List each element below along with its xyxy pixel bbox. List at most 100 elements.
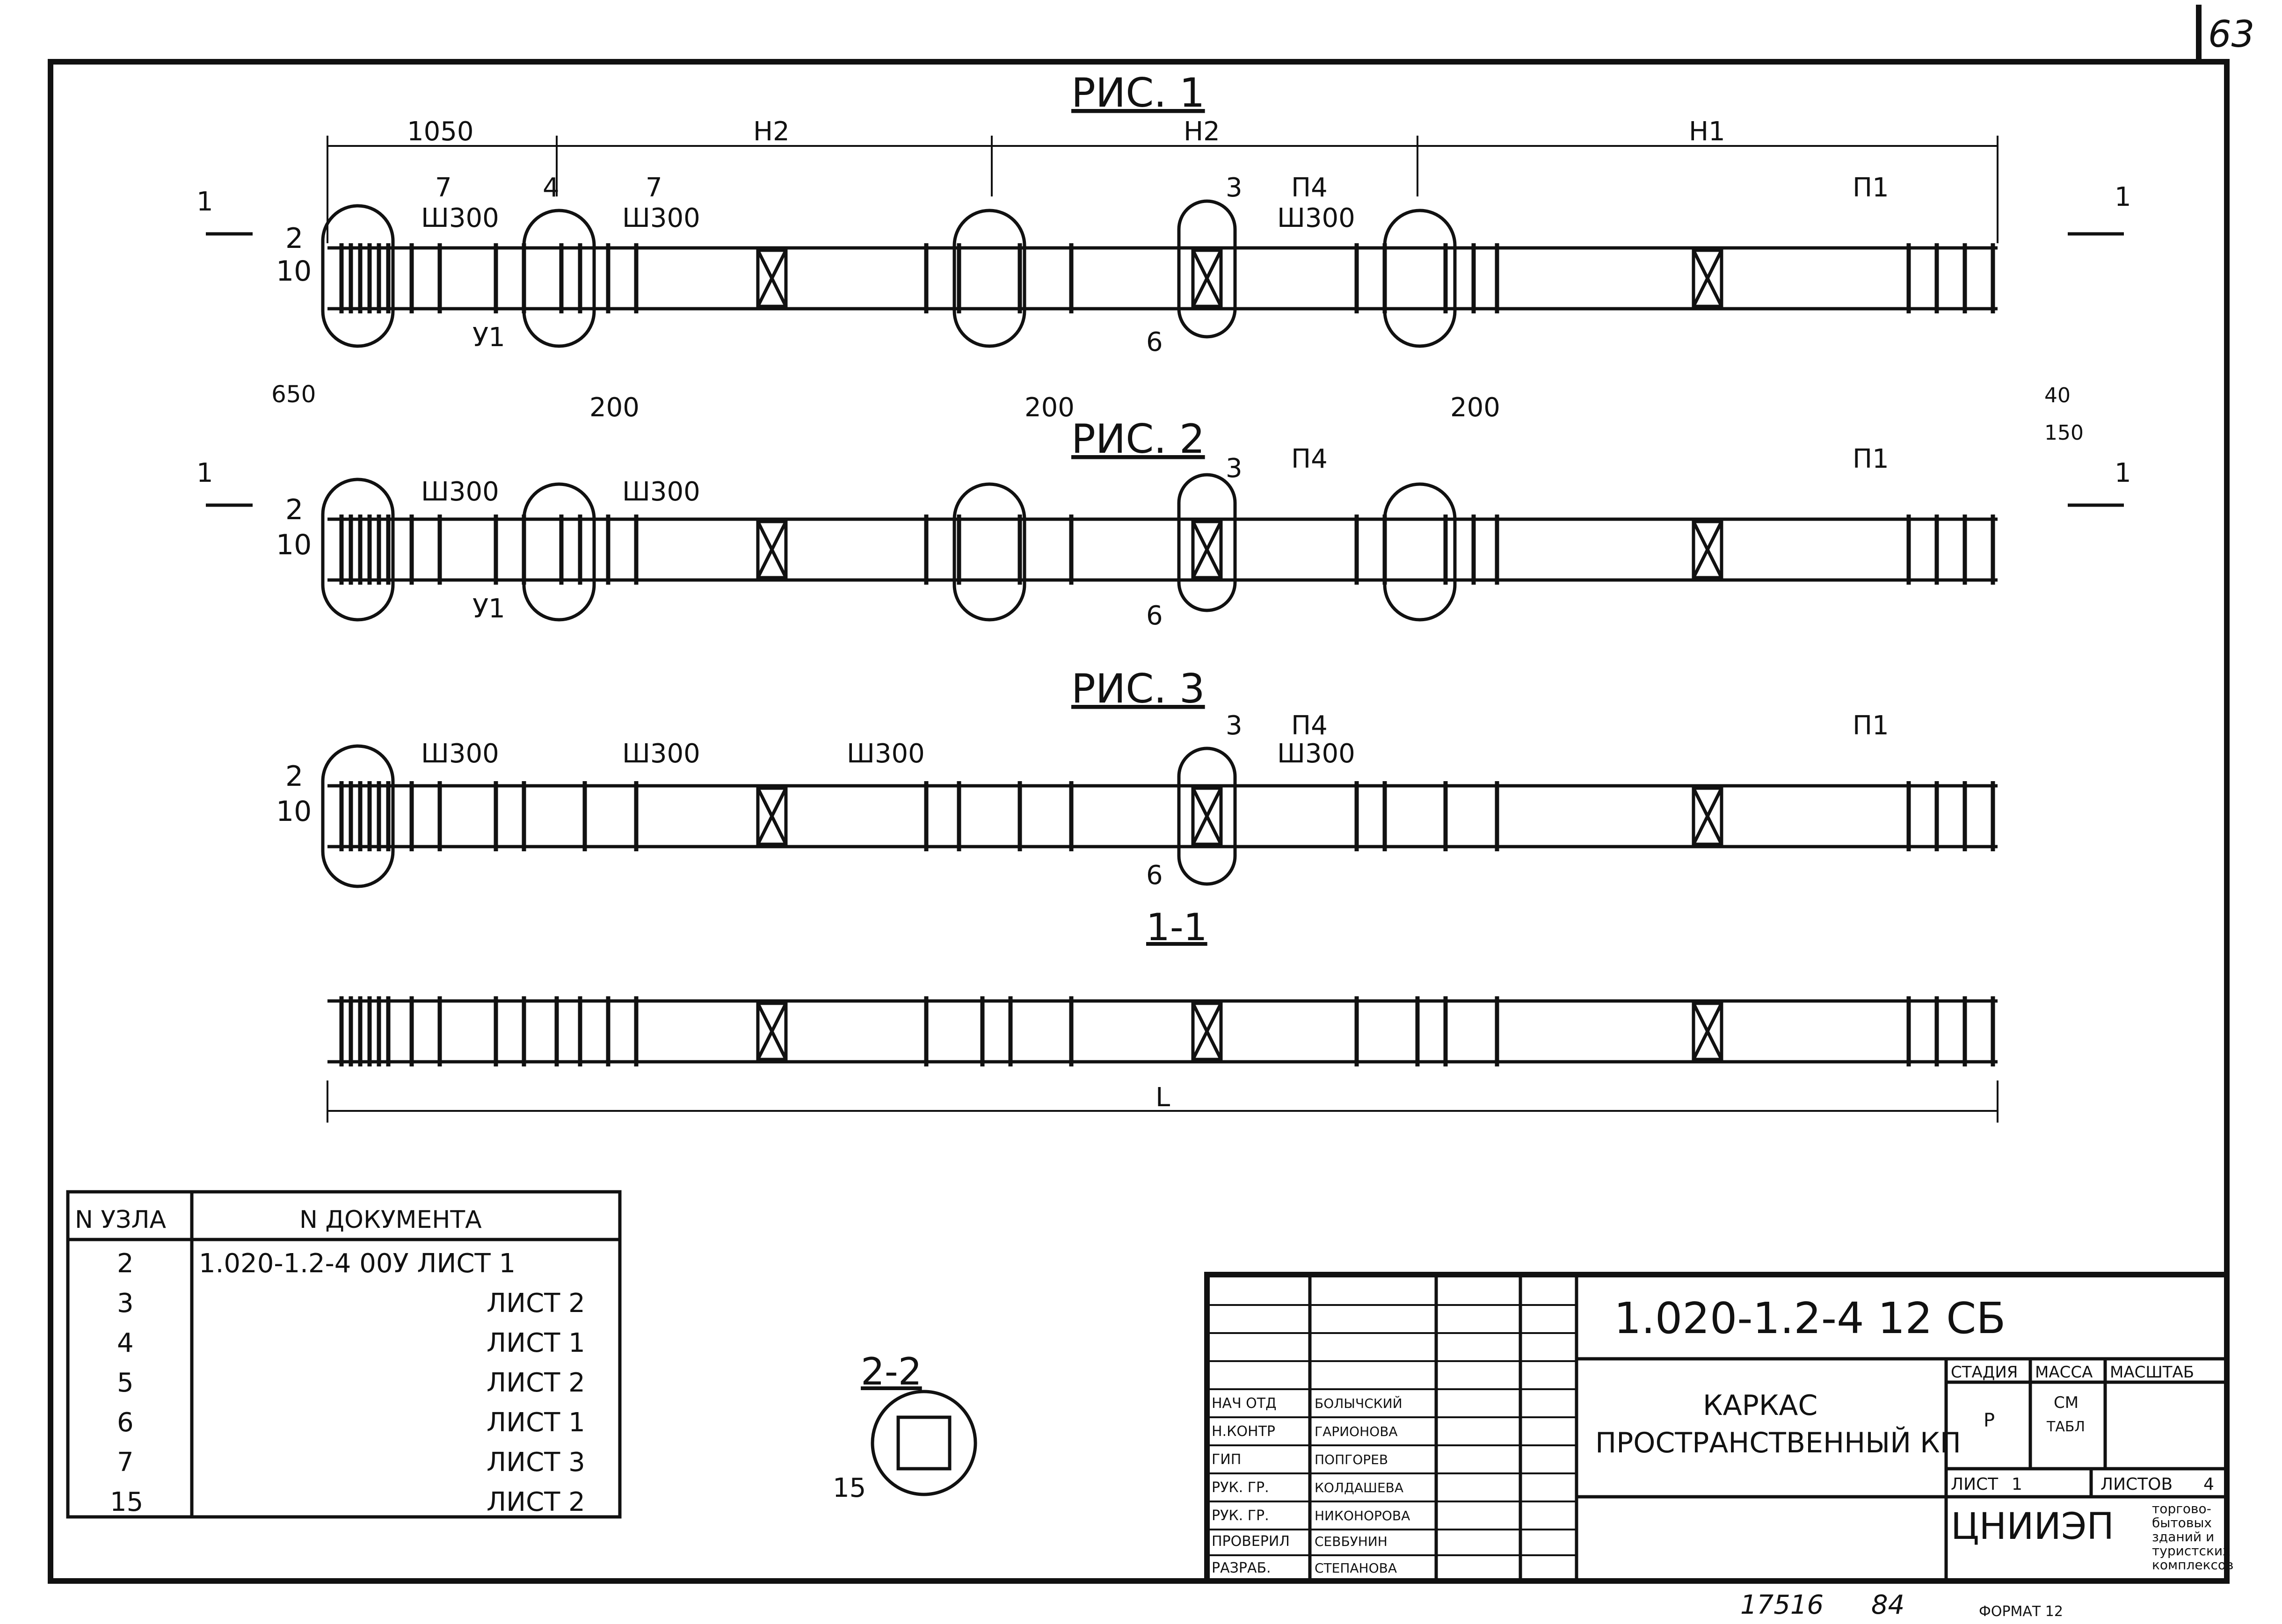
sheet-value: 1: [2012, 1475, 2022, 1494]
section-2-2-mark: 15: [833, 1473, 866, 1503]
label-sh300: Ш300: [421, 739, 499, 769]
node-table-cell: 1.020-1.2-4 00У ЛИСТ 1: [199, 1248, 516, 1279]
label-p4: П4: [1291, 710, 1328, 741]
organization-desc: комплексов: [2152, 1557, 2234, 1573]
node-table-cell: ЛИСТ 2: [487, 1487, 585, 1517]
mass-header: МАССА: [2035, 1363, 2093, 1382]
node-table-cell: ЛИСТ 2: [487, 1368, 585, 1398]
node-table-cell: 5: [117, 1368, 134, 1398]
section-mark-1-left: 1: [196, 187, 213, 217]
label-p1: П1: [1853, 710, 1889, 741]
drawing-name-line2: ПРОСТРАНСТВЕННЫЙ КП: [1595, 1426, 1961, 1459]
figure-2-title: РИС. 2: [1071, 416, 1205, 463]
sheets-label: ЛИСТОВ: [2100, 1475, 2173, 1494]
label-10: 10: [276, 795, 312, 828]
role-label: РАЗРАБ.: [1212, 1560, 1271, 1576]
node-table-cell: 7: [117, 1447, 134, 1478]
label-p4: П4: [1291, 444, 1328, 474]
label-2: 2: [285, 760, 303, 793]
dim-200: 200: [1025, 392, 1075, 423]
figure-2: РИС. 2 1: [196, 416, 2131, 631]
document-code: 1.020-1.2-4 12 СБ: [1614, 1293, 2006, 1343]
role-name: КОЛДАШЕВА: [1315, 1480, 1403, 1495]
node-table-cell: 15: [110, 1487, 143, 1517]
label-2: 2: [285, 493, 303, 526]
organization: ЦНИИЭП: [1951, 1506, 2114, 1548]
section-mark-1-right: 1: [2115, 182, 2131, 212]
section-1-1-title: 1-1: [1146, 906, 1207, 949]
node-table-cell: ЛИСТ 1: [487, 1407, 585, 1438]
figure-3: РИС. 3 2 10 Ш300 Ш300 Ш300: [276, 666, 1998, 891]
title-block: 1.020-1.2-4 12 СБ КАРКАС ПРОСТРАНСТВЕННЫ…: [1204, 1272, 2234, 1584]
label-u1: У1: [472, 322, 505, 353]
label-sh300: Ш300: [847, 739, 925, 769]
label-sh300: Ш300: [421, 203, 499, 233]
dim-650: 650: [271, 381, 316, 408]
label-2: 2: [285, 222, 303, 255]
section-2-2: 2-2 15: [833, 1350, 977, 1503]
dim-h1: Н1: [1689, 116, 1725, 147]
label-sh300: Ш300: [622, 203, 700, 233]
role-name: СТЕПАНОВА: [1315, 1560, 1397, 1576]
label-p1: П1: [1853, 444, 1889, 474]
section-mark-1-right: 1: [2115, 458, 2131, 488]
role-name: ПОПГОРЕВ: [1315, 1452, 1388, 1467]
organization-desc: туристских: [2152, 1543, 2231, 1559]
node-table: N УЗЛА N ДОКУМЕНТА 2 1.020-1.2-4 00У ЛИС…: [66, 1190, 622, 1519]
label-sh300: Ш300: [421, 477, 499, 507]
node-table-cell: 2: [117, 1248, 134, 1279]
node-table-cell: ЛИСТ 2: [487, 1288, 585, 1319]
label-6: 6: [1146, 860, 1163, 891]
node-table-cell: ЛИСТ 1: [487, 1328, 585, 1358]
node-table-header-node: N УЗЛА: [75, 1206, 167, 1234]
footer-format: ФОРМАТ 12: [1979, 1603, 2063, 1620]
role-name: НИКОНОРОВА: [1315, 1508, 1410, 1523]
drawing-name-line1: КАРКАС: [1703, 1389, 1817, 1422]
scale-header: МАСШТАБ: [2110, 1363, 2194, 1382]
node-table-cell: 6: [117, 1407, 134, 1438]
node-table-header-doc: N ДОКУМЕНТА: [299, 1206, 482, 1234]
footer-inv: 17516: [1740, 1590, 1824, 1620]
role-label: ПРОВЕРИЛ: [1212, 1533, 1290, 1550]
section-2-2-title: 2-2: [861, 1350, 922, 1393]
role-label: НАЧ ОТД: [1212, 1395, 1277, 1412]
figure-3-title: РИС. 3: [1071, 666, 1205, 712]
label-p4: П4: [1291, 173, 1328, 203]
dim-200: 200: [589, 392, 640, 423]
drawing-frame: [48, 59, 2230, 1584]
role-name: СЕВБУНИН: [1315, 1534, 1388, 1549]
dim-200: 200: [1450, 392, 1500, 423]
label-10: 10: [276, 529, 312, 561]
label-6: 6: [1146, 601, 1163, 631]
label-sh300: Ш300: [1277, 739, 1355, 769]
footer-num: 84: [1871, 1590, 1904, 1620]
mass-value-1: СМ: [2054, 1393, 2079, 1412]
figure-1: РИС. 1 1050 Н2 Н2 Н1: [196, 70, 2131, 445]
organization-desc: бытовых: [2152, 1515, 2212, 1530]
dim-length: L: [1156, 1082, 1170, 1113]
dim-1050: 1050: [407, 116, 474, 147]
section-1-1: 1-1 L: [327, 906, 1999, 1123]
label-3: 3: [1226, 173, 1243, 203]
node-table-cell: 4: [117, 1328, 134, 1358]
label-6: 6: [1146, 327, 1163, 357]
role-label: Н.КОНТР: [1212, 1423, 1275, 1440]
label-4: 4: [543, 173, 560, 203]
role-name: БОЛЫЧСКИЙ: [1315, 1395, 1403, 1411]
label-sh300: Ш300: [1277, 203, 1355, 233]
node-table-cell: 3: [117, 1288, 134, 1319]
stage-value: Р: [1984, 1410, 1995, 1431]
section-mark-1-left: 1: [196, 458, 213, 488]
label-sh300: Ш300: [622, 739, 700, 769]
role-name: ГАРИОНОВА: [1315, 1424, 1398, 1439]
dim-150: 150: [2044, 421, 2084, 445]
organization-desc: зданий и: [2152, 1529, 2214, 1544]
role-label: ГИП: [1212, 1451, 1241, 1468]
mass-value-2: ТАБЛ: [2046, 1419, 2085, 1435]
label-sh300: Ш300: [622, 477, 700, 507]
sheet-label: ЛИСТ: [1951, 1475, 1999, 1494]
label-7: 7: [435, 173, 452, 203]
dim-h2-b: Н2: [1184, 116, 1220, 147]
dim-h2-a: Н2: [753, 116, 790, 147]
